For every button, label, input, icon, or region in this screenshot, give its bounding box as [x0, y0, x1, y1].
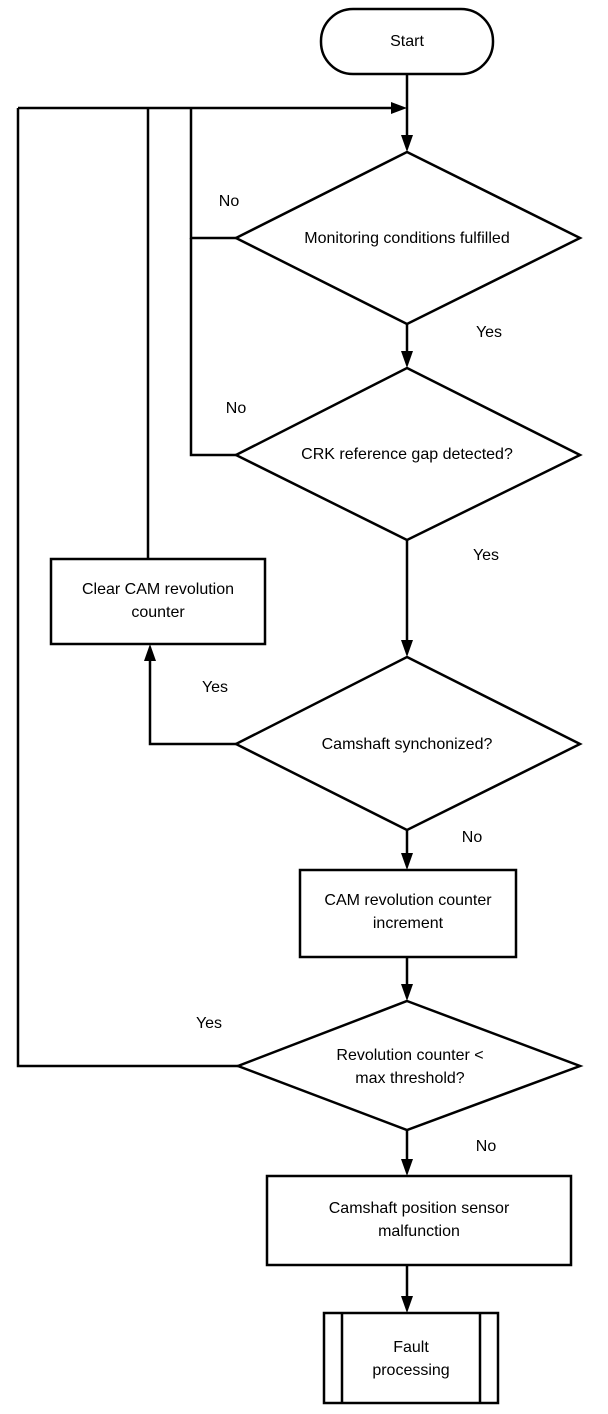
- edge-label-monitoring-yes: Yes: [476, 324, 502, 341]
- threshold-label-line2: max threshold?: [355, 1070, 464, 1087]
- node-start: Start: [319, 7, 495, 76]
- edge-label-threshold-no: No: [476, 1138, 497, 1155]
- arrowhead-to-fault: [401, 1296, 413, 1313]
- start-terminator-shape: [319, 7, 495, 76]
- edge-label-monitoring-no: No: [219, 193, 240, 210]
- node-monitoring-decision: Monitoring conditions fulfilled: [233, 150, 583, 326]
- edge-label-crk-no: No: [226, 400, 247, 417]
- threshold-label-line1: Revolution counter <: [336, 1047, 483, 1064]
- edge-label-threshold-yes: Yes: [196, 1015, 222, 1032]
- node-malfunction: Camshaft position sensor malfunction: [265, 1174, 573, 1267]
- arrowhead-to-threshold: [401, 984, 413, 1001]
- malfunction-box: [265, 1174, 573, 1267]
- arrowhead-to-malfunction: [401, 1159, 413, 1176]
- node-increment: CAM revolution counter increment: [298, 868, 518, 959]
- threshold-decision-shape: [234, 999, 584, 1132]
- edge-label-sync-no: No: [462, 829, 483, 846]
- increment-label-line1: CAM revolution counter: [324, 892, 492, 909]
- clear-counter-label-line1: Clear CAM revolution: [82, 581, 234, 598]
- increment-label-line2: increment: [373, 915, 444, 932]
- edge-labels: No Yes No Yes Yes No Yes No: [196, 193, 502, 1155]
- clear-counter-box: [49, 557, 267, 646]
- edge-label-crk-yes: Yes: [473, 547, 499, 564]
- crk-label: CRK reference gap detected?: [301, 446, 513, 463]
- sync-decision-shape: [233, 655, 583, 832]
- sync-label: Camshaft synchonized?: [322, 736, 493, 753]
- monitoring-label: Monitoring conditions fulfilled: [304, 230, 509, 247]
- arrowhead-to-increment: [401, 853, 413, 870]
- connector-monitoring-no-loop: [189, 108, 236, 240]
- node-sync-decision: Camshaft synchonized?: [233, 655, 583, 832]
- arrowhead-to-sync: [401, 640, 413, 657]
- monitoring-decision-shape: [233, 150, 583, 326]
- malfunction-label-line1: Camshaft position sensor: [329, 1200, 510, 1217]
- node-fault-processing: Fault processing: [322, 1311, 500, 1405]
- arrowheads: [144, 102, 413, 1313]
- fault-processing-box: [322, 1311, 500, 1405]
- malfunction-label-line2: malfunction: [378, 1223, 460, 1240]
- fault-processing-label-line2: processing: [372, 1362, 449, 1379]
- start-label: Start: [390, 33, 424, 50]
- fault-processing-label-line1: Fault: [393, 1339, 429, 1356]
- clear-counter-label-line2: counter: [131, 604, 185, 621]
- node-crk-decision: CRK reference gap detected?: [233, 366, 583, 542]
- increment-box: [298, 868, 518, 959]
- arrowhead-to-monitoring: [401, 135, 413, 152]
- node-clear-counter: Clear CAM revolution counter: [49, 557, 267, 646]
- connector-crk-no-loop: [189, 238, 236, 457]
- crk-decision-shape: [233, 366, 583, 542]
- connectors: [16, 74, 409, 1297]
- connector-threshold-yes-loop: [16, 108, 238, 1068]
- edge-label-sync-yes: Yes: [202, 679, 228, 696]
- connector-sync-yes-to-clear: [148, 660, 236, 746]
- arrowhead-to-clear: [144, 644, 156, 661]
- arrowhead-to-crk: [401, 351, 413, 368]
- arrowhead-bus-right: [391, 102, 407, 114]
- node-threshold-decision: Revolution counter < max threshold?: [234, 999, 584, 1132]
